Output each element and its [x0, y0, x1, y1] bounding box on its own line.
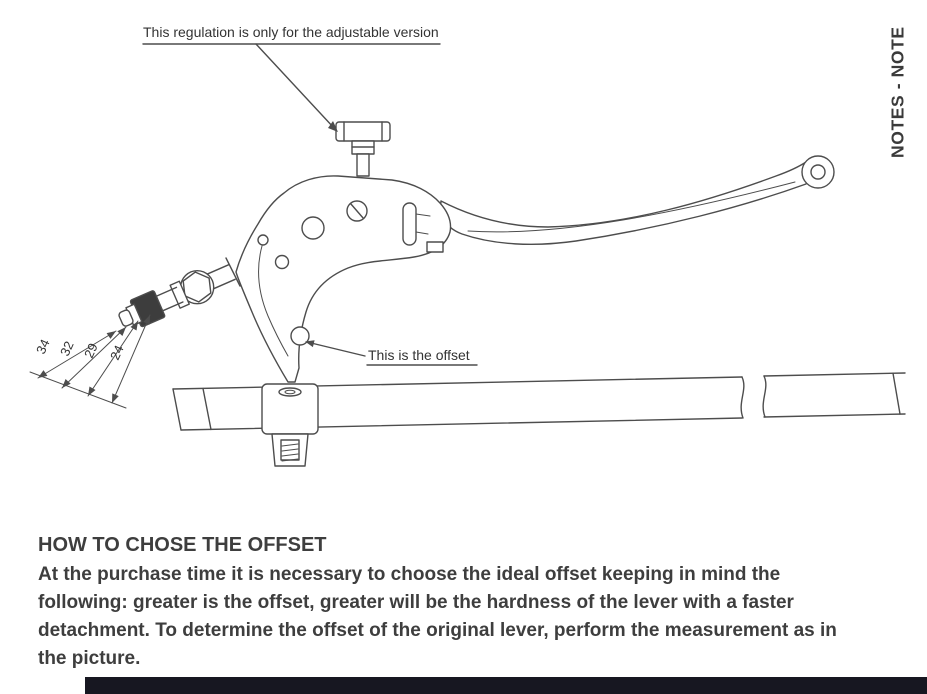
callout-offset-text: This is the offset: [368, 347, 470, 363]
dimension-lines: 34 32 29 24: [29, 314, 151, 409]
side-adjuster-assembly: [118, 264, 236, 328]
side-tab-label: NOTES - NOTE: [887, 26, 908, 158]
hinge-joint: [402, 202, 444, 253]
blade-ball-end: [801, 155, 835, 189]
dimension-label-32: 32: [57, 339, 77, 358]
offset-hole: [290, 326, 310, 346]
pivot-hole: [301, 216, 325, 240]
small-hole: [274, 254, 290, 270]
callout-offset: This is the offset: [305, 340, 478, 366]
footer-bar: [85, 677, 927, 694]
lever-body: [225, 175, 452, 383]
callout-adjustable-version: This regulation is only for the adjustab…: [142, 24, 441, 132]
lever-blade: [439, 161, 813, 246]
section-body-text: At the purchase time it is necessary to …: [38, 564, 837, 669]
section-heading: HOW TO CHOSE THE OFFSET: [38, 534, 327, 556]
handlebar-clamp: [261, 383, 319, 467]
lever-diagram: 34 32 29 24 This regulation is only for …: [29, 24, 906, 467]
slotted-screw: [346, 200, 368, 222]
dimension-label-34: 34: [33, 337, 53, 356]
dimension-label-24: 24: [107, 343, 127, 362]
hex-nut: [182, 271, 212, 303]
callout-adjustable-text: This regulation is only for the adjustab…: [143, 24, 439, 40]
small-hole: [257, 234, 269, 246]
instructions-block: HOW TO CHOSE THE OFFSET At the purchase …: [38, 531, 853, 673]
dimension-label-29: 29: [81, 341, 101, 360]
adjuster-knob: [335, 121, 391, 177]
